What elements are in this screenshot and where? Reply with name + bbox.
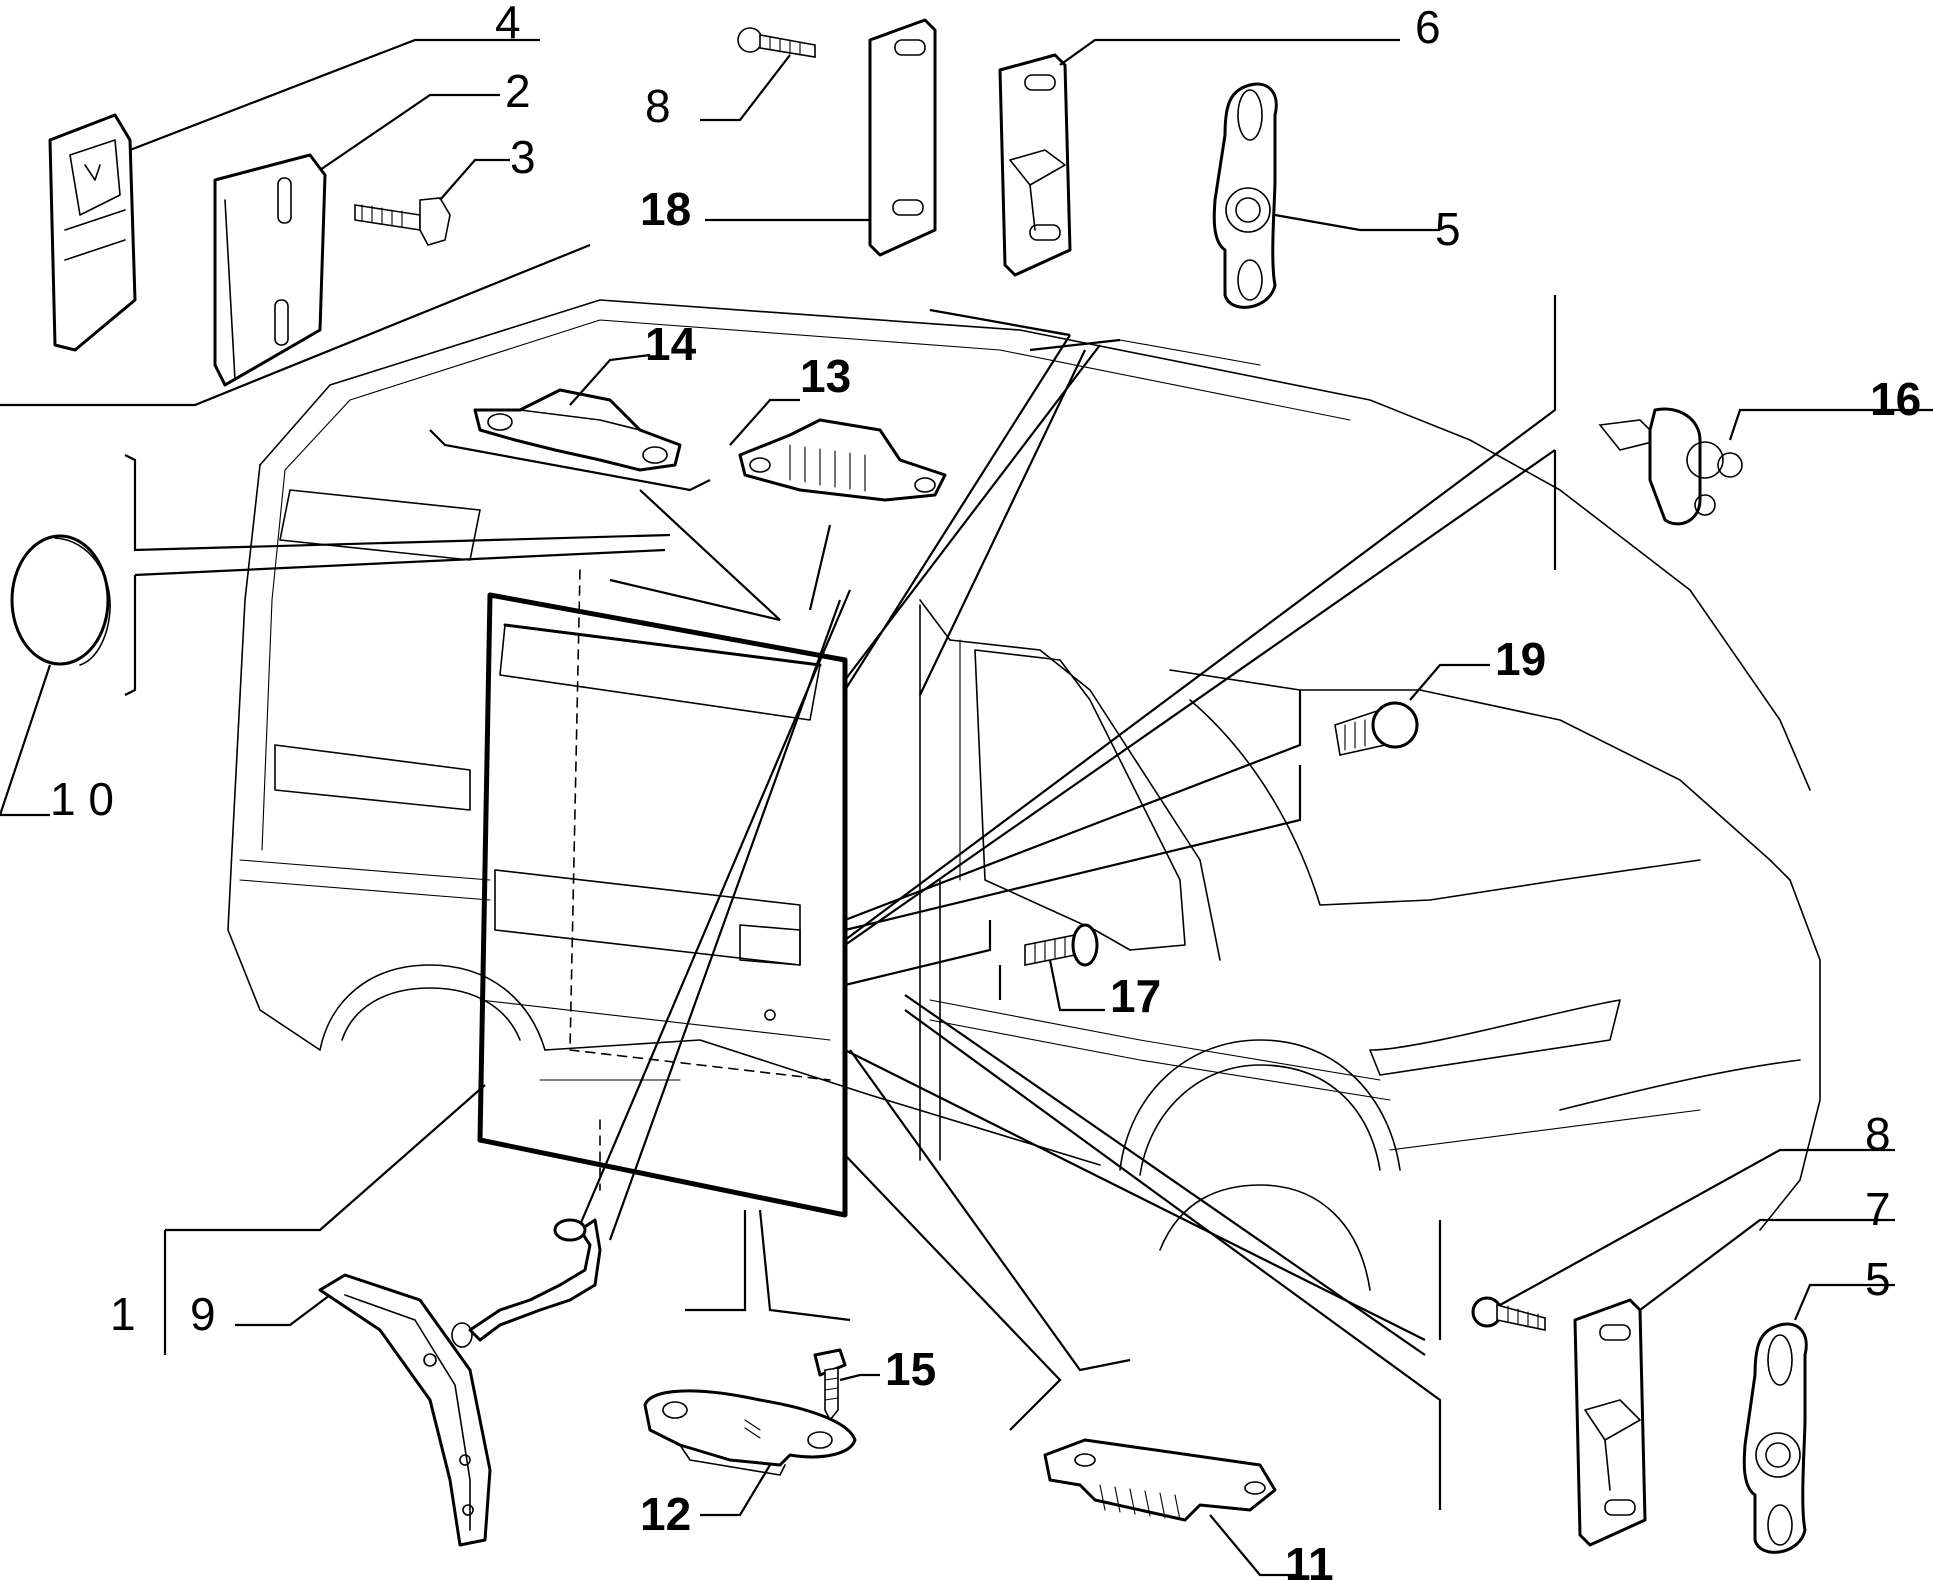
part-14-guide-bracket — [473, 388, 682, 472]
part-11-lower-roller — [1043, 1438, 1277, 1522]
part-19-clip — [1334, 701, 1419, 756]
callout-labels: 4 2 3 8 18 6 5 14 13 16 19 1 0 17 8 7 5 … — [50, 0, 1921, 1582]
part-5-link-bottom — [1742, 1322, 1808, 1554]
part-13-roller-guide — [738, 418, 947, 502]
callout-3: 3 — [510, 131, 536, 183]
part-8-screw-bottom — [1471, 1296, 1546, 1331]
callout-15: 15 — [885, 1343, 936, 1395]
part-12-lower-plate — [643, 1389, 857, 1476]
part-18-plate — [868, 18, 937, 257]
callout-6: 6 — [1415, 1, 1441, 53]
callout-19: 19 — [1495, 633, 1546, 685]
part-17-screw — [1024, 923, 1099, 967]
callout-1: 1 — [110, 1288, 136, 1340]
part-6-striker — [998, 53, 1072, 277]
callout-4: 4 — [495, 0, 521, 48]
leader-lines — [0, 243, 1557, 1510]
part-2-plate — [213, 153, 327, 387]
callout-18: 18 — [640, 183, 691, 235]
lower-roller-arm — [451, 1218, 602, 1348]
callout-12: 12 — [640, 1488, 691, 1540]
callout-13: 13 — [800, 350, 851, 402]
part-3-bolt — [354, 197, 451, 246]
callout-17: 17 — [1110, 970, 1161, 1022]
part-5-link-top — [1212, 82, 1278, 309]
callout-8-top: 8 — [645, 80, 671, 132]
callout-10: 1 0 — [50, 773, 114, 825]
callout-7: 7 — [1865, 1183, 1891, 1235]
callout-2: 2 — [505, 65, 531, 117]
part-16-door-switch — [1598, 407, 1743, 526]
callout-8-bottom: 8 — [1865, 1108, 1891, 1160]
part-8-screw-top — [737, 27, 816, 58]
part-9-lower-guide-bracket — [318, 1273, 492, 1547]
part-4-hinge-cover — [48, 113, 137, 352]
callout-14: 14 — [645, 318, 697, 370]
callout-5-top: 5 — [1435, 203, 1461, 255]
callout-5-bottom: 5 — [1865, 1253, 1891, 1305]
part-7-striker — [1573, 1298, 1647, 1547]
callout-tails — [129, 38, 1933, 1577]
van-body-outline — [227, 299, 1821, 1291]
part-15-screw — [813, 1348, 847, 1422]
callout-11: 11 — [1285, 1538, 1334, 1582]
sliding-door-panel — [477, 569, 848, 1218]
part-10-cap-plug — [10, 534, 111, 666]
callout-9: 9 — [190, 1288, 216, 1340]
callout-16: 16 — [1870, 373, 1921, 425]
